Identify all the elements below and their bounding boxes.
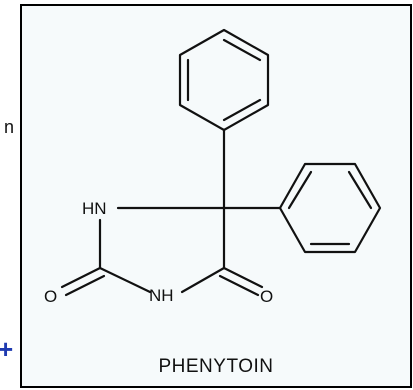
plus-mark: + [0, 334, 14, 364]
carbonyl-right-bond-a [222, 266, 264, 289]
carbonyl-left-bond-b [64, 274, 106, 297]
right-ring-double-bond-1 [287, 170, 313, 210]
atom-oxygen-right: O [260, 287, 273, 306]
carbonyl-right-bond-b [218, 274, 260, 297]
margin-letter: n [4, 117, 15, 137]
atom-oxygen-left: O [44, 287, 57, 306]
carbonyl-left-bond-a [60, 266, 102, 289]
upper-ring-double-bond-1 [222, 38, 262, 62]
right-phenyl-ring [278, 162, 382, 254]
bond-n3-c4 [180, 266, 226, 294]
figure-caption: PHENYTOIN [158, 356, 274, 377]
figure-frame: HN NH O O PHENYTOIN [20, 4, 412, 388]
upper-ring-double-bond-2 [222, 98, 262, 122]
right-ring-double-bond-2 [347, 170, 373, 210]
bond-c2-n3 [98, 266, 152, 294]
atom-nh: NH [149, 286, 174, 305]
atom-hn: HN [82, 199, 107, 218]
phenytoin-structure: HN NH O O [44, 28, 382, 306]
upper-phenyl-ring [178, 28, 270, 132]
